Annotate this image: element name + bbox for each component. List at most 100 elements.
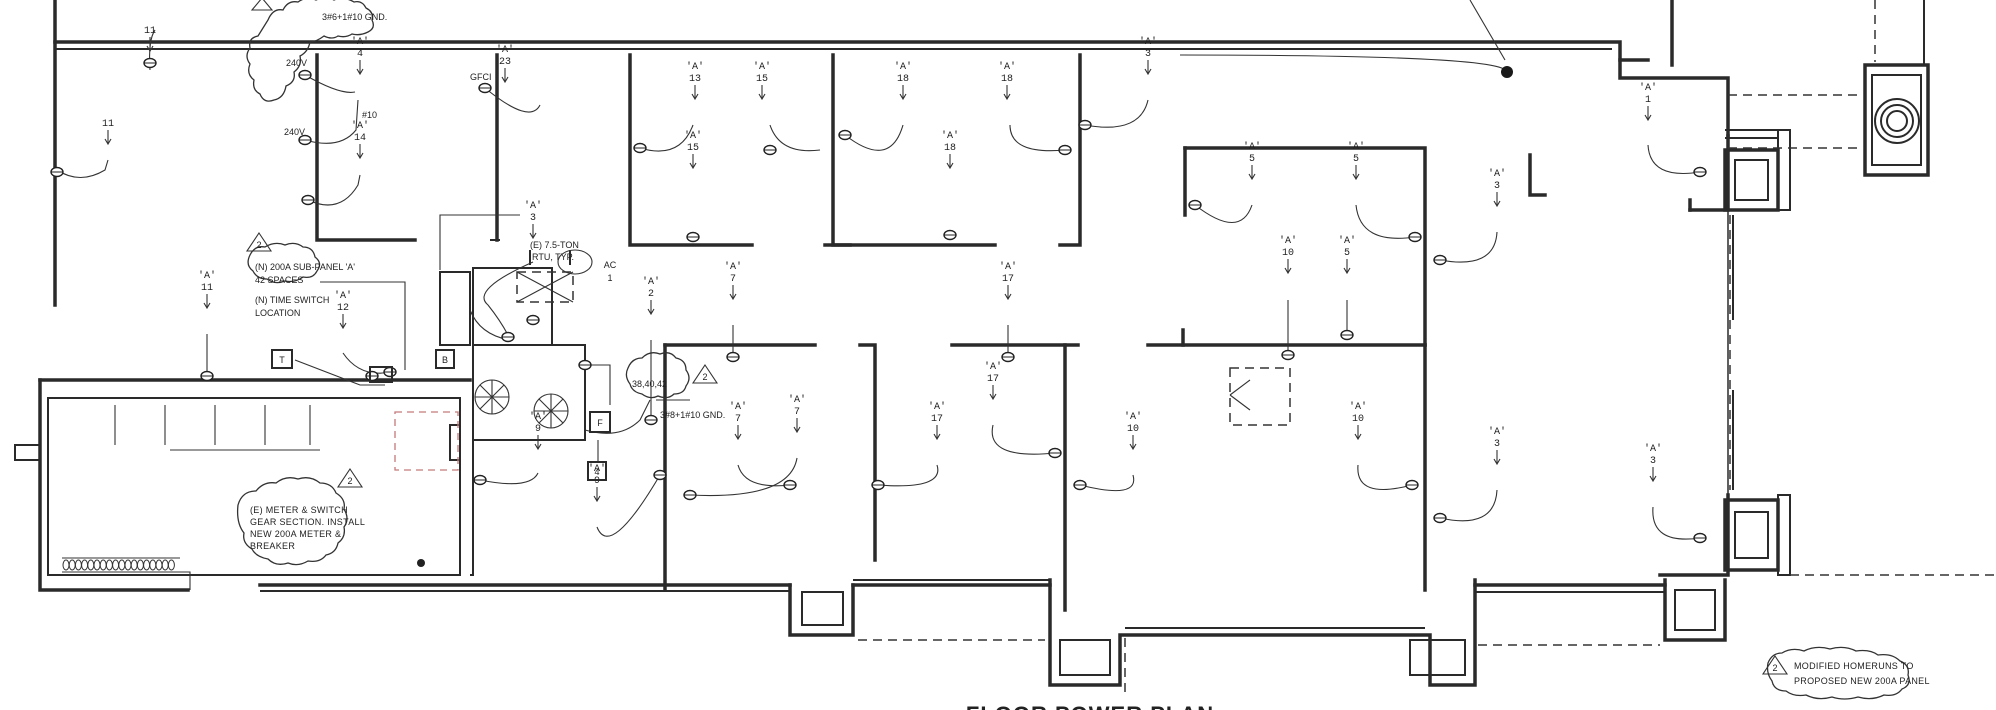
outlet-27: 'A'7 (729, 401, 747, 441)
circuit-tag: 'A' (999, 261, 1017, 273)
outlet-1: 11 (102, 119, 114, 146)
homerun-arrow (1644, 106, 1652, 122)
circuit-tag: 'A' (1347, 141, 1365, 153)
circuit-number: 5 (1249, 154, 1255, 165)
homerun-arrow (1354, 425, 1362, 441)
voltage-240-a: 240V (286, 58, 307, 68)
outlet-28: 'A'17 (928, 401, 946, 441)
homerun-arrow (529, 224, 537, 240)
breaker-coil (149, 559, 157, 571)
homerun-arrow (1248, 165, 1256, 181)
homerun-arrow (356, 144, 364, 160)
box-b-label: B (442, 355, 448, 365)
outlet-7: 'A'18 (894, 61, 912, 101)
homerun-arrow (203, 294, 211, 310)
time-switch-label-line1: (N) TIME SWITCH (255, 295, 329, 305)
circuit-number: 4 (357, 49, 363, 60)
outlet-9: 'A'3 (1139, 36, 1157, 76)
circuit-tag: 'A' (724, 261, 742, 273)
circuit-number: 10 (1352, 414, 1364, 425)
homerun-arrow (146, 37, 154, 53)
dashed-lines (394, 0, 1996, 695)
breaker-coil (68, 559, 76, 571)
meter-note-line4: BREAKER (250, 541, 295, 551)
circuit-tag: 'A' (928, 401, 946, 413)
homerun-arrow (1493, 450, 1501, 466)
circuit-tag: 'A' (1338, 235, 1356, 247)
homerun-arrow (1003, 85, 1011, 101)
circuit-number: 17 (931, 414, 943, 425)
circuit-number: 11 (102, 119, 114, 130)
gfci-label: GFCI (470, 72, 492, 82)
outlet-21: 'A'17 (999, 261, 1017, 301)
homerun-arrow (1649, 467, 1657, 483)
homerun-arrow (593, 487, 601, 503)
breaker-coil (81, 559, 89, 571)
rtu-equipment (474, 271, 574, 429)
circuit-number: 17 (1002, 274, 1014, 285)
circuit-number: 18 (1001, 74, 1013, 85)
circuit-number: 15 (687, 143, 699, 154)
homerun-arrow (691, 85, 699, 101)
equipment-boxes: T B F 4 (271, 249, 611, 481)
meter-gear (62, 405, 425, 590)
circuit-number: 13 (689, 74, 701, 85)
homerun-arrow (689, 154, 697, 170)
revision-clouds (236, 0, 1910, 700)
outlet-2: 'A'4 (351, 36, 369, 76)
ac-tag-top: AC (604, 260, 617, 270)
outlet-4: 'A'23 (496, 44, 514, 84)
outlet-20: 'A'2 (642, 276, 660, 316)
rtu-label-line1: (E) 7.5-TON (530, 240, 579, 250)
breaker-coil (130, 559, 138, 571)
homerun-arrow (1004, 285, 1012, 301)
circuit-number: 11 (144, 26, 156, 37)
circuit-tag: 'A' (686, 61, 704, 73)
breaker-coil (87, 559, 95, 571)
circuit-tag: 'A' (198, 270, 216, 282)
circuit-number: 3 (1650, 456, 1656, 467)
breaker-coil (161, 559, 169, 571)
circuit-number: 7 (730, 274, 736, 285)
gnd-top-label: 3#6+1#10 GND. (322, 12, 387, 22)
homerun-arrow (501, 68, 509, 84)
outlet-6: 'A'15 (753, 61, 771, 101)
circuit-number: 10 (1127, 424, 1139, 435)
circuit-number: 3 (1494, 181, 1500, 192)
homerun-arrow (647, 300, 655, 316)
outlet-32: 'A'3 (1488, 426, 1506, 466)
circuit-tag: 'A' (998, 61, 1016, 73)
junction-dot (1501, 66, 1513, 78)
outlet-22: 'A'10 (1279, 235, 1297, 275)
circuit-tag: 'A' (941, 130, 959, 142)
circuit-tag: 'A' (984, 361, 1002, 373)
ac-tag-bottom: 1 (607, 273, 612, 283)
circuit-tag: 'A' (334, 290, 352, 302)
rtu-label-line2: RTU, TYP. (532, 252, 574, 262)
breaker-coil (155, 559, 163, 571)
circuit-number: 18 (897, 74, 909, 85)
outlet-0: 11 (144, 26, 156, 53)
sub-panel-label-line2: 42 SPACES (255, 275, 303, 285)
sub-panel-label-line1: (N) 200A SUB-PANEL 'A' (255, 262, 355, 272)
circuit-tag: 'A' (351, 120, 369, 132)
time-switch-label-line2: LOCATION (255, 308, 300, 318)
circuit-tag: 'A' (588, 463, 606, 475)
breaker-coil (74, 559, 82, 571)
circuit-number: 7 (794, 407, 800, 418)
circuit-number: 2 (648, 289, 654, 300)
outlet-19: 'A'7 (724, 261, 742, 301)
circuit-number: 1 (1645, 95, 1651, 106)
circuit-number: 7 (735, 414, 741, 425)
gnd-mid-label: 3#8+1#10 GND. (660, 410, 725, 420)
homerun-arrow (1129, 435, 1137, 451)
homerun-arrow (1144, 60, 1152, 76)
circuit-tag: 'A' (1279, 235, 1297, 247)
meter-note-line3: NEW 200A METER & (250, 529, 341, 539)
outlet-15: 'A'3 (1488, 168, 1506, 208)
circuit-number: 5 (1353, 154, 1359, 165)
circuit-number: 17 (987, 374, 999, 385)
circuit-tag: 'A' (351, 36, 369, 48)
circuit-tag: 'A' (1243, 141, 1261, 153)
delta-2-label-a: 2 (256, 240, 261, 250)
